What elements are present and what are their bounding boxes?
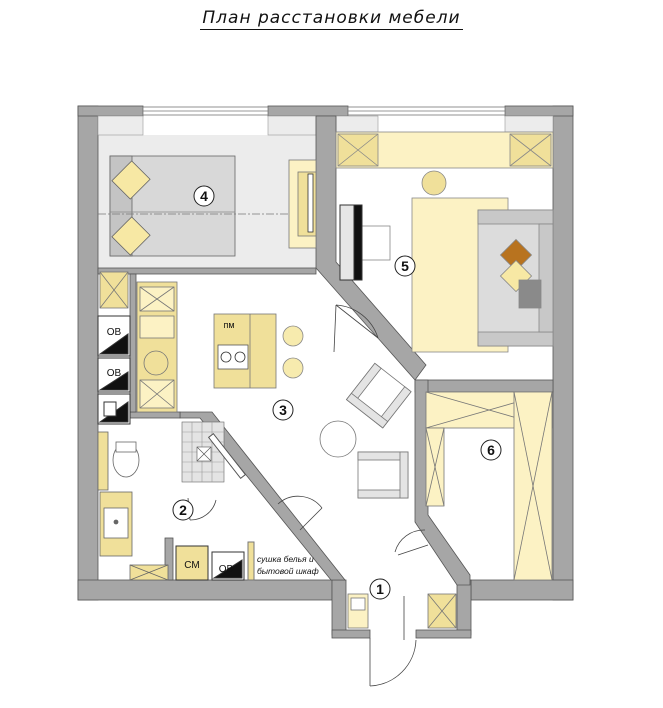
bedroom-dresser — [288, 159, 317, 249]
kitchen-cabinets — [99, 271, 178, 413]
window-sills — [97, 115, 554, 136]
tv-unit — [339, 204, 363, 281]
room-number-2: 2 — [179, 502, 187, 518]
room-marker-1: 1 — [369, 578, 391, 600]
ov-label-2: ОВ — [107, 368, 122, 379]
ov-label-3: ОВ — [219, 564, 234, 575]
plan-title: План расстановки мебели — [0, 8, 663, 30]
door-swings — [187, 304, 429, 687]
hall-armchairs — [319, 362, 412, 499]
plan-title-text: План расстановки мебели — [200, 8, 463, 30]
room-number-3: 3 — [279, 402, 287, 418]
room-number-5: 5 — [401, 258, 409, 274]
pm-label: пм — [223, 320, 234, 330]
exterior-walls — [77, 105, 574, 639]
bathroom-fixtures — [97, 431, 169, 581]
interior-walls — [97, 115, 554, 586]
shower-tray — [181, 421, 225, 483]
room-marker-4: 4 — [193, 185, 215, 207]
room-number-4: 4 — [200, 188, 208, 204]
bar-stools — [282, 325, 304, 379]
laundry-units — [175, 541, 255, 581]
drying-note-line2: бытовой шкаф — [257, 566, 319, 576]
living-room-furniture — [335, 131, 554, 353]
ov-label-1: ОВ — [107, 327, 122, 338]
entrance-furniture — [347, 593, 457, 629]
room-marker-6: 6 — [480, 439, 502, 461]
room-number-1: 1 — [376, 581, 384, 597]
room-number-6: 6 — [487, 442, 495, 458]
room-marker-2: 2 — [172, 499, 194, 521]
kitchen-island — [213, 313, 277, 389]
sm-label: СМ — [184, 560, 199, 571]
drying-note-line1: сушка белья и — [257, 554, 314, 564]
ov-cabinets — [97, 315, 131, 425]
bed — [98, 155, 316, 257]
room-marker-5: 5 — [394, 255, 416, 277]
room-marker-3: 3 — [272, 399, 294, 421]
sliding-door — [207, 432, 247, 480]
windows — [142, 106, 506, 116]
wardrobe-room — [425, 391, 553, 581]
